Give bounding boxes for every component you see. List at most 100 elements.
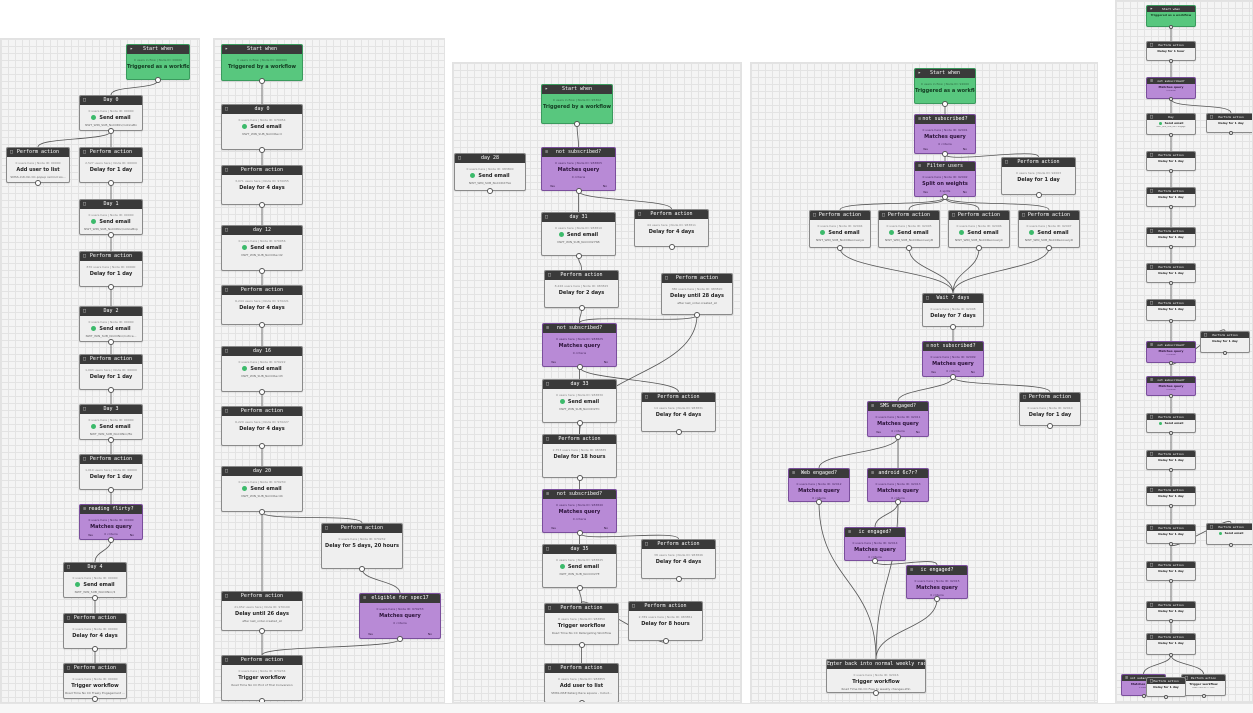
node-header[interactable]: □day 33 (543, 380, 616, 389)
node-output-port[interactable] (1169, 504, 1173, 508)
node-output-port[interactable] (1229, 543, 1233, 547)
node-output-port[interactable] (576, 530, 583, 536)
workflow-node[interactable]: ≡not subscribed?0 users here | Node ID: … (542, 323, 617, 367)
node-output-port[interactable] (108, 487, 114, 493)
node-header[interactable]: □Perform action (1147, 487, 1195, 493)
node-output-port[interactable] (108, 232, 114, 238)
node-output-port[interactable] (1169, 245, 1173, 249)
node-header[interactable]: □Perform action (635, 210, 708, 219)
node-header[interactable]: □Perform action (543, 435, 616, 444)
node-output-port[interactable] (576, 420, 583, 426)
node-header[interactable]: ≡not subscribed? (1147, 78, 1195, 84)
node-output-port[interactable] (1169, 205, 1173, 209)
workflow-node[interactable]: ≡android 6c7r?0 users here | Node ID: 92… (867, 468, 929, 502)
workflow-node[interactable]: ≡SMS engaged?0 users here | Node ID: 920… (867, 401, 929, 437)
node-header[interactable]: □Perform action (222, 166, 302, 175)
node-header[interactable]: □Perform action (545, 664, 618, 673)
node-output-port[interactable] (108, 387, 114, 393)
node-header[interactable]: ▸Start when (915, 69, 975, 78)
workflow-node[interactable]: ≡not subscribed?0 users here | Node ID: … (922, 341, 984, 377)
node-output-port[interactable] (1047, 423, 1053, 429)
workflow-node[interactable]: ≡reading flirty?0 users here | Node ID: … (79, 504, 143, 540)
node-output-port[interactable] (976, 245, 982, 251)
node-output-port[interactable] (950, 374, 956, 380)
node-output-port[interactable] (1169, 169, 1173, 173)
node-output-port[interactable] (92, 646, 98, 652)
node-output-port[interactable] (934, 596, 940, 602)
node-output-port[interactable] (1169, 579, 1173, 583)
node-output-port[interactable] (259, 698, 265, 702)
node-header[interactable]: ≡not subscribed? (915, 115, 975, 124)
node-header[interactable]: □Wait 7 days (923, 294, 983, 303)
node-header[interactable]: □Perform action (1147, 562, 1195, 568)
node-output-port[interactable] (92, 595, 98, 601)
node-header[interactable]: □Perform action (7, 148, 69, 157)
node-output-port[interactable] (1141, 694, 1146, 698)
node-header[interactable]: □Day 2 (80, 307, 142, 316)
workflow-node[interactable]: ≡not subscribed?0 users here | Node ID: … (541, 147, 616, 191)
node-header[interactable]: ≡android 6c7r? (868, 469, 928, 478)
node-output-port[interactable] (1169, 542, 1173, 546)
node-header[interactable]: □Perform action (80, 148, 142, 157)
node-header[interactable]: □Perform action (1147, 602, 1195, 608)
node-output-port[interactable] (359, 566, 365, 572)
node-header[interactable]: □Perform action (80, 252, 142, 261)
node-header[interactable]: □day 31 (542, 213, 615, 222)
node-header[interactable]: □Perform action (222, 592, 302, 601)
node-output-port[interactable] (895, 499, 901, 505)
node-output-port[interactable] (155, 77, 161, 83)
node-header[interactable]: □Day 3 (80, 405, 142, 414)
node-header[interactable]: □Perform action (222, 656, 302, 665)
node-header[interactable]: ≡not subscribed? (923, 342, 983, 351)
node-output-port[interactable] (694, 312, 700, 318)
node-header[interactable]: □Day 1 (80, 200, 142, 209)
node-output-port[interactable] (92, 696, 98, 702)
node-output-port[interactable] (575, 188, 582, 194)
node-header[interactable]: □Perform action (222, 286, 302, 295)
node-output-port[interactable] (259, 628, 265, 634)
node-header[interactable]: □day 35 (543, 545, 616, 554)
node-output-port[interactable] (906, 245, 912, 251)
node-header[interactable]: ≡not subscribed? (543, 490, 616, 499)
node-output-port[interactable] (1169, 361, 1173, 365)
node-header[interactable]: □Perform action (545, 604, 618, 613)
node-output-port[interactable] (576, 475, 583, 481)
node-output-port[interactable] (675, 576, 682, 582)
node-header[interactable]: □Perform action (1147, 152, 1195, 158)
node-header[interactable]: □Day (1147, 114, 1195, 120)
node-header[interactable]: ≡eligible for spec17 (360, 594, 440, 603)
node-output-port[interactable] (1169, 394, 1173, 398)
node-output-port[interactable] (873, 690, 879, 696)
node-output-port[interactable] (576, 364, 583, 370)
node-header[interactable]: □Perform action (1207, 114, 1252, 120)
node-output-port[interactable] (837, 245, 843, 251)
node-header[interactable]: □Perform action (222, 407, 302, 416)
node-header[interactable]: □Enter back into normal weekly race work… (827, 660, 925, 669)
node-header[interactable]: □Perform action (322, 524, 402, 533)
